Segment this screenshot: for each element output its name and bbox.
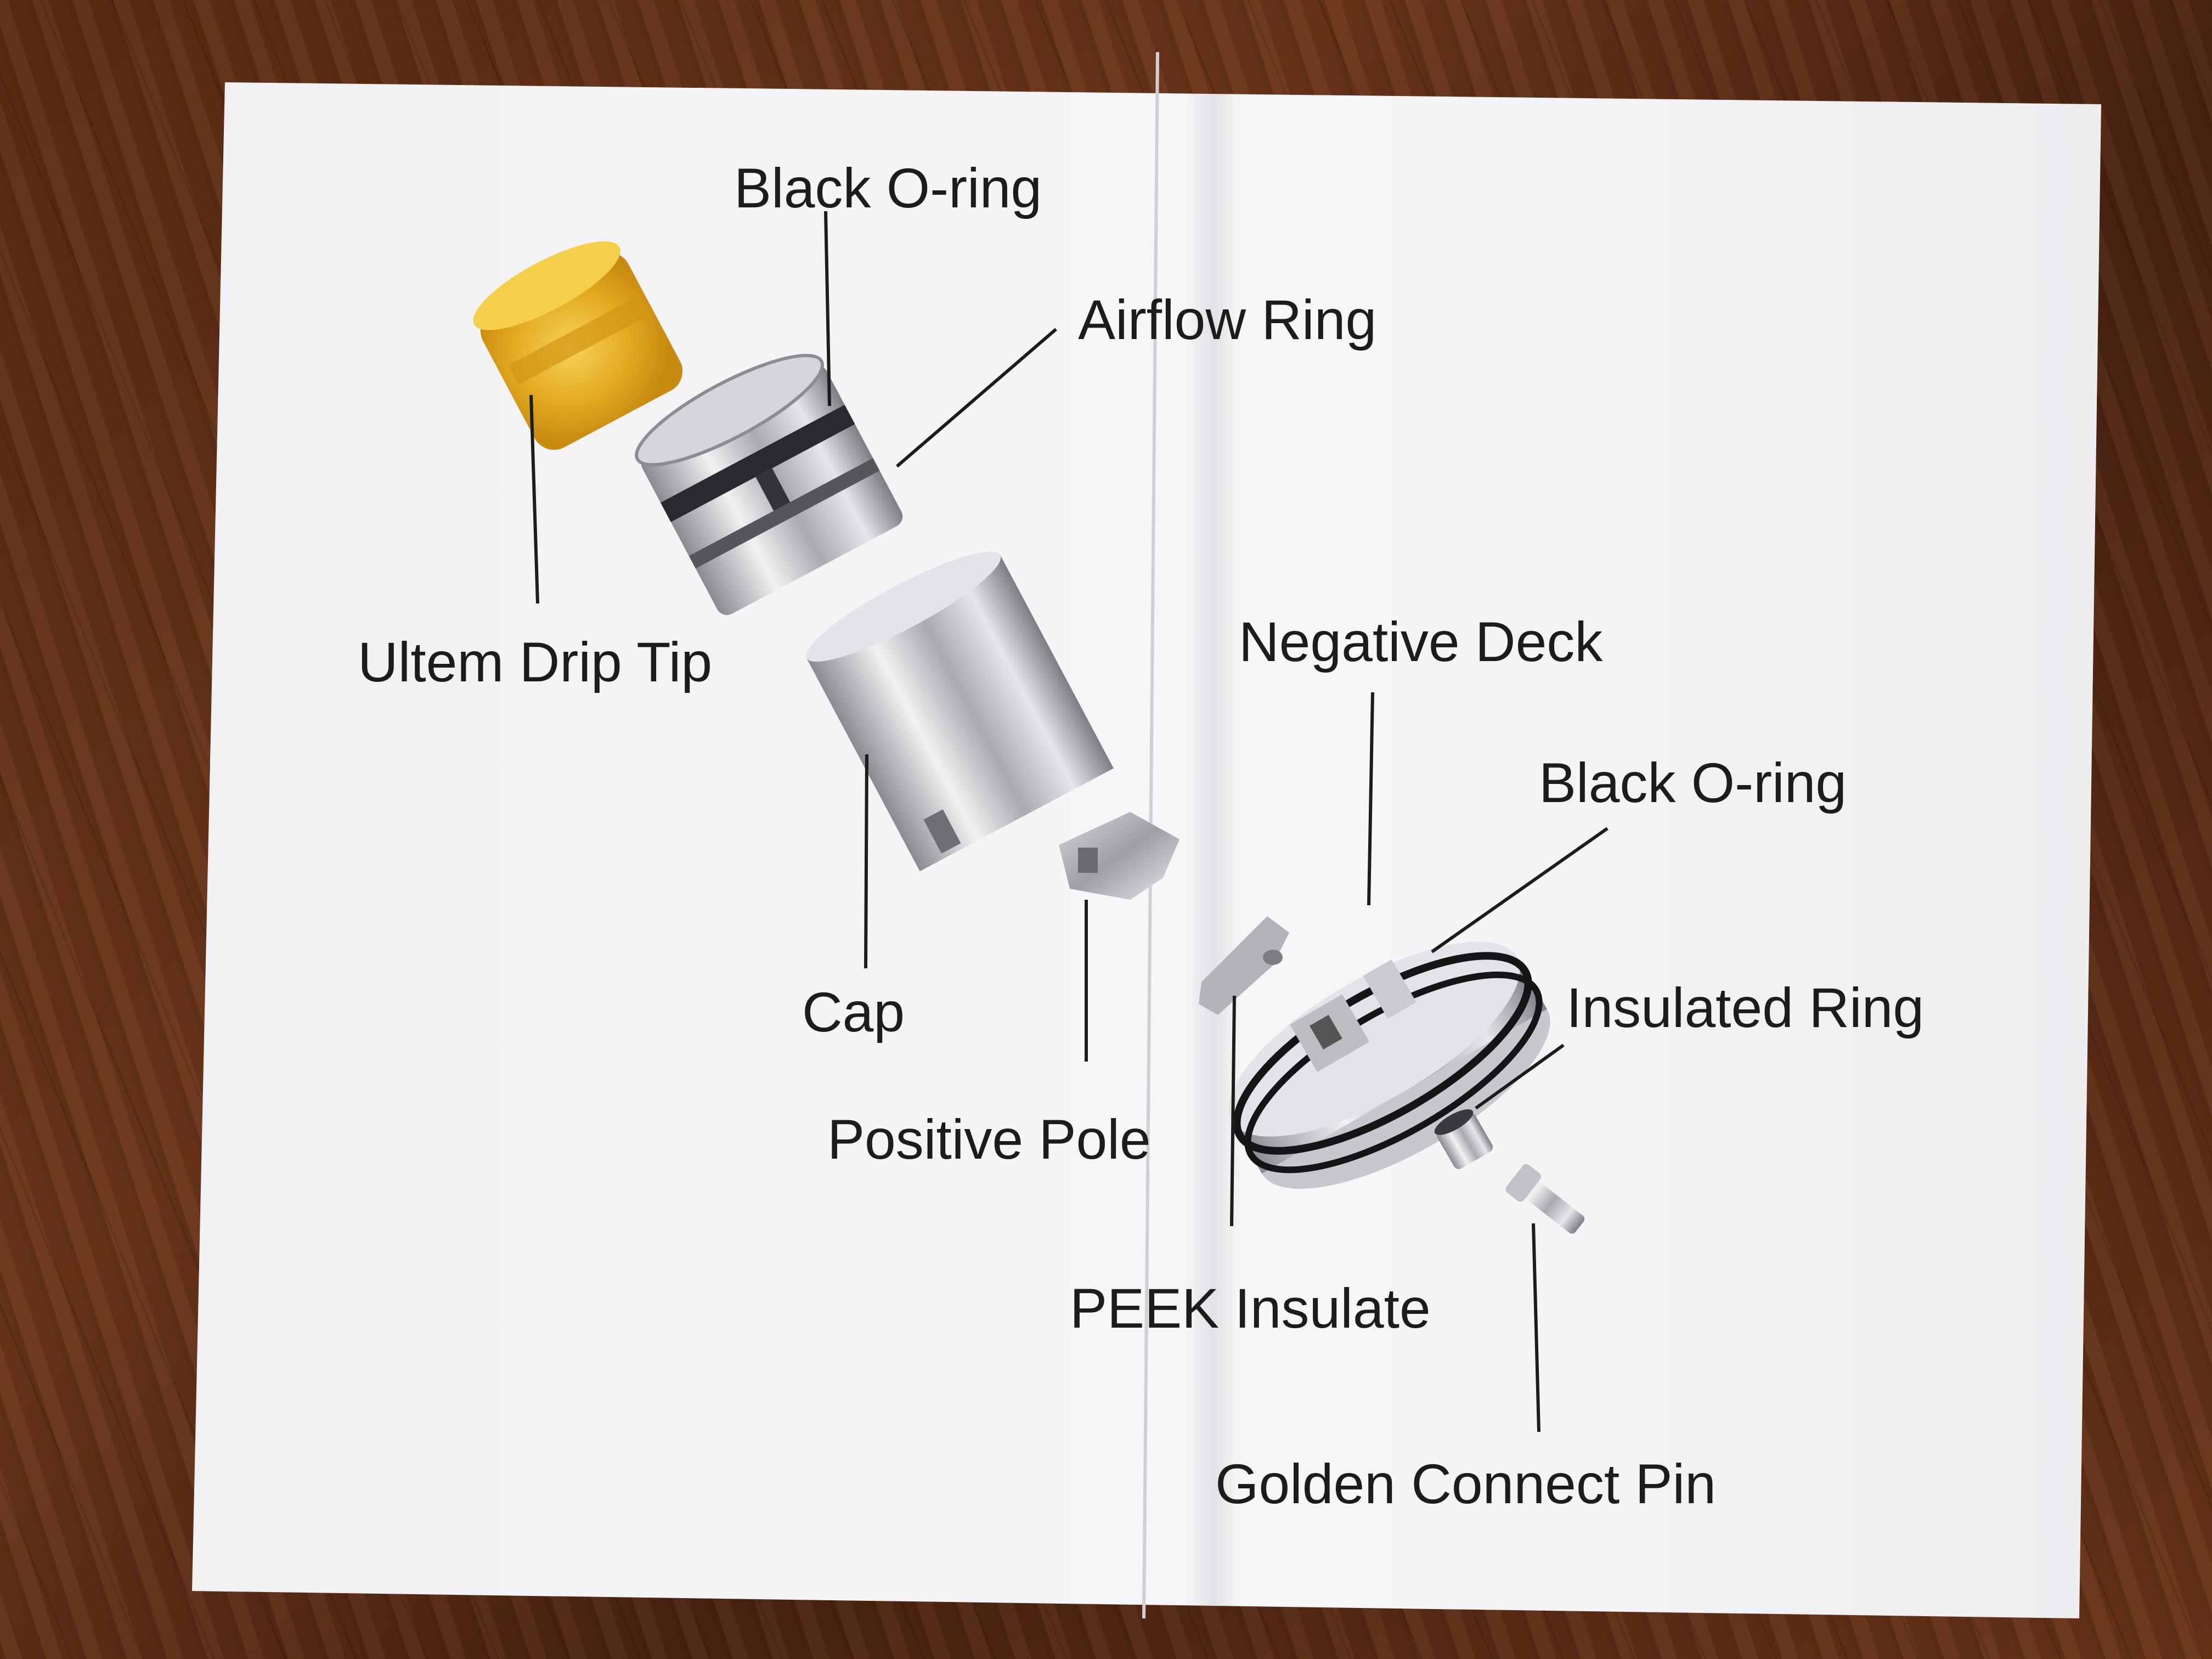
label-ultem-drip-tip: Ultem Drip Tip <box>358 631 712 693</box>
label-positive-pole: Positive Pole <box>827 1108 1151 1171</box>
leader-black-oring-bottom <box>1431 827 1609 953</box>
label-black-oring-bottom: Black O-ring <box>1539 752 1847 814</box>
label-black-oring-top: Black O-ring <box>734 157 1042 219</box>
label-peek-insulate: PEEK Insulate <box>1070 1277 1431 1340</box>
negative-deck-part <box>1228 941 1550 1189</box>
insulated-ring-part <box>1434 1109 1493 1169</box>
leader-black-oring-top <box>824 211 831 407</box>
leader-airflow-ring <box>896 328 1057 468</box>
leader-cap <box>864 754 868 969</box>
leader-peek-insulate <box>1230 995 1236 1227</box>
cap-part <box>806 551 1114 872</box>
label-golden-connect-pin: Golden Connect Pin <box>1215 1453 1716 1515</box>
leader-golden-connect-pin <box>1532 1223 1541 1432</box>
airflow-ring-part <box>635 354 903 616</box>
golden-connect-pin-part <box>1505 1164 1585 1234</box>
leader-ultem-drip-tip <box>529 394 539 604</box>
label-cap: Cap <box>802 981 905 1043</box>
label-insulated-ring: Insulated Ring <box>1566 977 1924 1039</box>
leader-insulated-ring <box>1475 1043 1565 1110</box>
positive-pole-part <box>1059 812 1180 900</box>
label-negative-deck: Negative Deck <box>1239 611 1603 673</box>
label-airflow-ring: Airflow Ring <box>1078 289 1376 351</box>
peek-insulator-part <box>1199 916 1289 1015</box>
leader-negative-deck <box>1367 692 1374 906</box>
